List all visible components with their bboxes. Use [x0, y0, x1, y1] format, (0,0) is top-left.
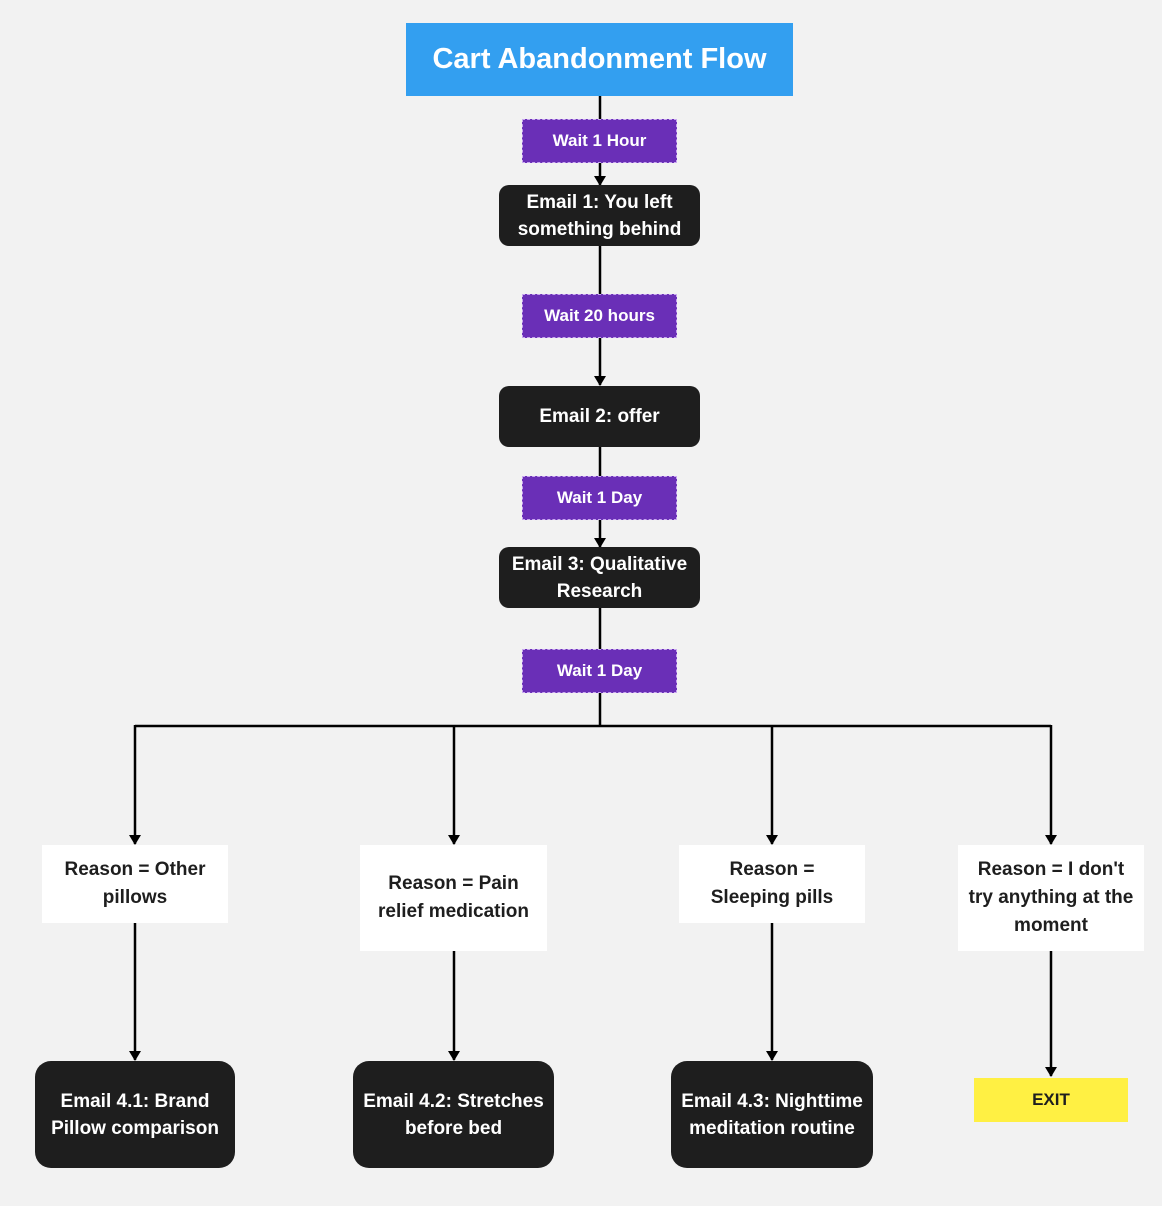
diagram-title: Cart Abandonment Flow: [406, 23, 793, 96]
reason-other-pillows: Reason = Other pillows: [42, 845, 228, 923]
email-3-node: Email 3: Qualitative Research: [499, 547, 700, 608]
email-2-node: Email 2: offer: [499, 386, 700, 447]
reason-dont-try-anything: Reason = I don't try anything at the mom…: [958, 845, 1144, 951]
email-4-2-node: Email 4.2: Stretches before bed: [353, 1061, 554, 1168]
wait-step-1: Wait 1 Hour: [522, 119, 677, 163]
wait-step-3: Wait 1 Day: [522, 476, 677, 520]
reason-sleeping-pills: Reason = Sleeping pills: [679, 845, 865, 923]
wait-step-4: Wait 1 Day: [522, 649, 677, 693]
email-4-1-node: Email 4.1: Brand Pillow comparison: [35, 1061, 235, 1168]
email-1-node: Email 1: You left something behind: [499, 185, 700, 246]
email-4-3-node: Email 4.3: Nighttime meditation routine: [671, 1061, 873, 1168]
exit-node: EXIT: [974, 1078, 1128, 1122]
wait-step-2: Wait 20 hours: [522, 294, 677, 338]
reason-pain-relief-medication: Reason = Pain relief medication: [360, 845, 547, 951]
